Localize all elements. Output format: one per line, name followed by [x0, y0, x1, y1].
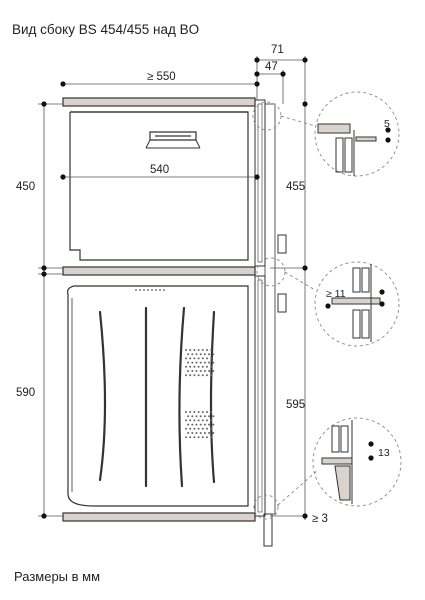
detail-circle-middle	[314, 261, 400, 347]
fan-grid-upper	[185, 349, 215, 377]
lower-front-panel	[254, 275, 266, 517]
lower-appliance	[67, 285, 249, 507]
dim-front-height-595: 595	[286, 399, 305, 411]
detail-top-content	[317, 123, 377, 176]
detail-callouts	[252, 91, 402, 520]
detail-middle-content	[331, 264, 381, 342]
upper-appliance	[69, 111, 249, 261]
dim-gap-bottom: ≥ 3	[312, 513, 328, 525]
bottom-shelf	[62, 512, 256, 522]
top-shelf	[62, 97, 256, 107]
cabinet-shelves	[62, 97, 256, 522]
top-vent-dots	[135, 285, 165, 291]
dim-front-offset-71: 71	[271, 44, 284, 56]
dim-front-height-455: 455	[286, 181, 305, 193]
upper-front-panel	[254, 99, 266, 267]
detail-middle-label: ≥ 11	[326, 288, 346, 300]
oven-rails	[98, 306, 216, 488]
dim-niche-depth: ≥ 550	[147, 71, 176, 83]
dim-front-offset-47: 47	[265, 61, 278, 73]
page-title: Вид сбоку BS 454/455 над BO	[12, 22, 200, 37]
units-footnote: Размеры в мм	[14, 569, 101, 584]
vent-grill	[149, 131, 197, 141]
fan-grid-lower	[185, 411, 215, 439]
detail-circle-top	[314, 91, 400, 177]
detail-circle-bottom	[312, 417, 402, 507]
front-panels	[254, 99, 287, 547]
lower-knob	[277, 293, 287, 313]
dim-bottom-device-height: 590	[16, 387, 35, 399]
detail-bottom-label: 13	[378, 447, 390, 459]
detail-bottom-content	[321, 420, 353, 504]
dim-top-device-height: 450	[16, 181, 35, 193]
dim-inner-depth: 540	[150, 164, 169, 176]
upper-knob	[277, 234, 287, 254]
detail-top-label: 5	[384, 118, 390, 130]
dimension-dots	[41, 57, 308, 519]
middle-shelf	[62, 266, 256, 276]
